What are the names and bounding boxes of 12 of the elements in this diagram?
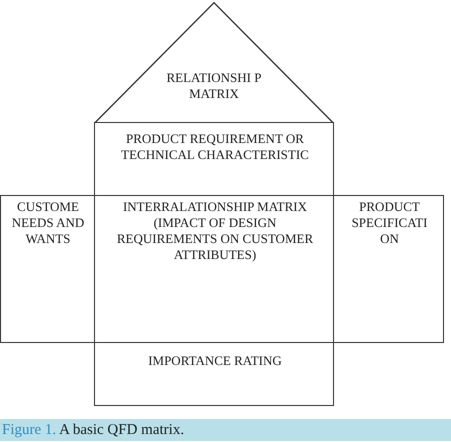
cell-label: CUSTOME NEEDS AND WANTS: [10, 199, 86, 247]
cell-label: PRODUCT REQUIREMENT OR TECHNICAL CHARACTERISTIC: [120, 131, 310, 163]
cell-label: PRODUCT SPECIFICATI ON: [350, 199, 428, 247]
roof-triangle: [94, 2, 334, 123]
cell-label: INTERRALATIONSHIP MATRIX (IMPACT OF DESIGN REQUIREMENTS ON CUSTOMER ATTRIBUTES): [116, 199, 314, 263]
cell-label: IMPORTANCE RATING: [147, 353, 283, 369]
matrix-box: [94, 342, 334, 406]
cell-label: RELATIONSHI P MATRIX: [166, 70, 262, 102]
matrix-box: [94, 122, 334, 196]
matrix-box: [333, 195, 444, 343]
figure-caption: Figure 1. A basic QFD matrix.: [2, 422, 184, 438]
matrix-box: [0, 195, 95, 343]
